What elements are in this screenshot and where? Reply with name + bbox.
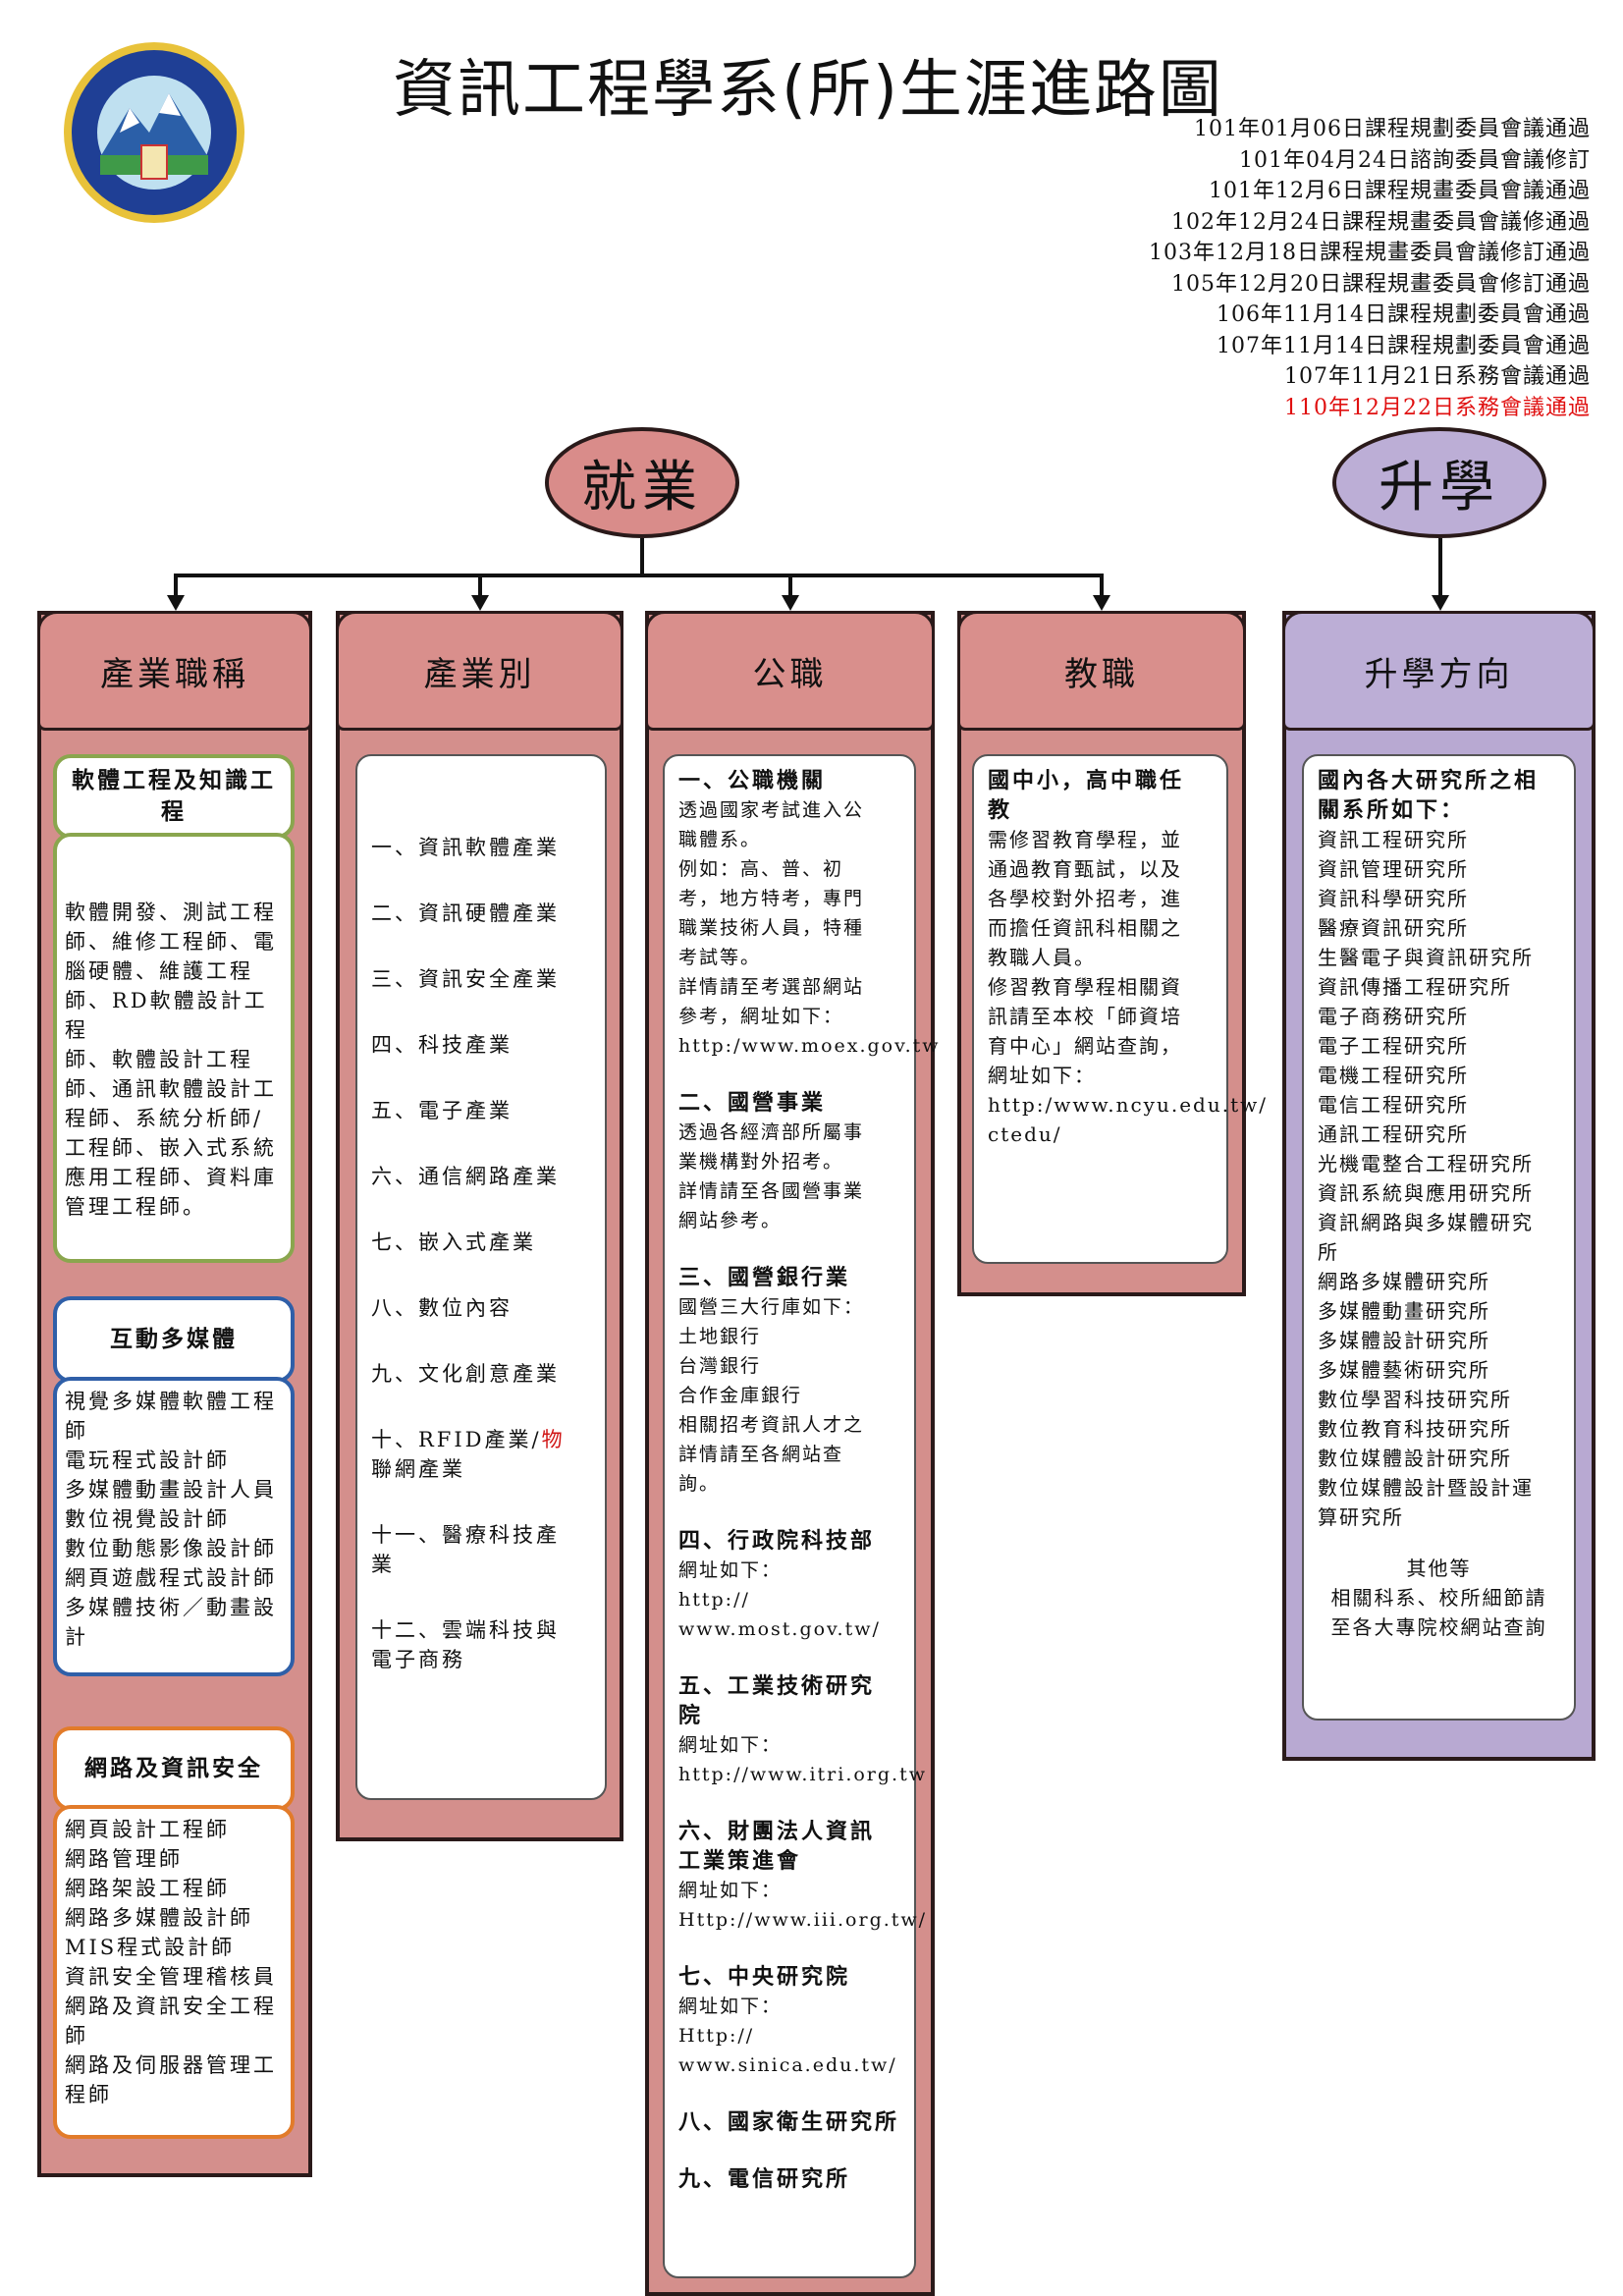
public-section-title: 四、行政院科技部 bbox=[678, 1528, 876, 1554]
industry-item: 四、科技產業 bbox=[371, 1033, 513, 1057]
public-section-title: 九、電信研究所 bbox=[678, 2166, 851, 2192]
revision-entry: 107年11月14日課程規劃委員會通過 bbox=[1217, 333, 1591, 358]
connector-line bbox=[788, 574, 792, 597]
industry-item: 三、資訊安全產業 bbox=[371, 967, 560, 991]
arrow-down-icon bbox=[471, 595, 489, 611]
public-section-title: 五、工業技術研究 院 bbox=[678, 1673, 876, 1728]
employment-node: 就業 bbox=[545, 427, 739, 538]
public-section: 一、公職機關透過國家考試進入公 職體系。 例如：高、普、初 考，地方特考，專門 … bbox=[678, 766, 941, 1061]
teaching-title: 國中小，高中職任 教 bbox=[988, 768, 1185, 823]
arrow-down-icon bbox=[1093, 595, 1110, 611]
public-section-title: 三、國營銀行業 bbox=[678, 1265, 851, 1290]
column-header-public-service: 公職 bbox=[645, 611, 935, 731]
industry-item: 六、通信網路產業 bbox=[371, 1165, 560, 1188]
revision-entry: 103年12月18日課程規畫委員會議修訂通過 bbox=[1149, 241, 1591, 265]
public-section: 九、電信研究所 bbox=[678, 2164, 900, 2194]
connector-line bbox=[174, 574, 178, 597]
connector-line bbox=[174, 574, 1104, 577]
revision-entry: 102年12月24日課程規畫委員會議修通過 bbox=[1171, 209, 1591, 235]
industry-item: 七、嵌入式產業 bbox=[371, 1230, 536, 1254]
industry-item: 十一、醫療科技產 業 bbox=[371, 1523, 560, 1576]
institute-list: 資訊工程研究所 資訊管理研究所 資訊科學研究所 醫療資訊研究所 生醫電子與資訊研… bbox=[1318, 828, 1534, 1529]
industry-item: 一、資訊軟體產業 bbox=[371, 836, 560, 859]
category-software-engineering-body: 軟體開發、測試工程 師、維修工程師、電 腦硬體、維護工程 師、RD軟體設計工程 … bbox=[53, 833, 295, 1263]
industry-item-text: 聯網產業 bbox=[371, 1457, 465, 1481]
public-section-body: 網址如下： http://www.itri.org.tw bbox=[678, 1734, 927, 1785]
public-section: 五、工業技術研究 院網址如下： http://www.itri.org.tw bbox=[678, 1671, 927, 1789]
public-section: 七、中央研究院網址如下： Http:// www.sinica.edu.tw/ bbox=[678, 1962, 900, 2080]
further-study-node: 升學 bbox=[1332, 427, 1546, 538]
revision-entry: 101年12月6日課程規畫委員會議通過 bbox=[1209, 179, 1591, 203]
university-logo bbox=[61, 39, 247, 226]
public-section-title: 六、財團法人資訊 工業策進會 bbox=[678, 1819, 876, 1874]
public-service-panel: 一、公職機關透過國家考試進入公 職體系。 例如：高、普、初 考，地方特考，專門 … bbox=[663, 754, 941, 2278]
industry-item-text: 十、RFID產業/ bbox=[371, 1428, 542, 1451]
public-section-body: 網址如下： Http:// www.sinica.edu.tw/ bbox=[678, 1995, 897, 2076]
industries-panel: 一、資訊軟體產業 二、資訊硬體產業 三、資訊安全產業 四、科技產業 五、電子產業… bbox=[355, 754, 607, 1800]
industry-item: 九、文化創意產業 bbox=[371, 1362, 560, 1386]
public-section-body: 透過國家考試進入公 職體系。 例如：高、普、初 考，地方特考，專門 職業技術人員… bbox=[678, 799, 941, 1057]
public-section: 三、國營銀行業國營三大行庫如下： 土地銀行 台灣銀行 合作金庫銀行 相關招考資訊… bbox=[678, 1263, 900, 1499]
public-section-body: 網址如下： Http://www.iii.org.tw/ bbox=[678, 1880, 928, 1931]
further-study-panel: 國內各大研究所之相 關系所如下： 資訊工程研究所 資訊管理研究所 資訊科學研究所… bbox=[1302, 754, 1576, 1721]
public-section-title: 二、國營事業 bbox=[678, 1090, 827, 1116]
column-header-teaching: 教職 bbox=[957, 611, 1246, 731]
connector-line bbox=[478, 574, 482, 597]
revision-history: 101年01月06日課程規劃委員會議通過 101年04月24日諮詢委員會議修訂 … bbox=[1149, 114, 1591, 423]
category-network-security-title: 網路及資訊安全 bbox=[53, 1726, 295, 1811]
public-section: 二、國營事業透過各經濟部所屬事 業機構對外招考。 詳情請至各國營事業 網站參考。 bbox=[678, 1088, 900, 1235]
connector-line bbox=[640, 538, 644, 575]
public-section-body: 國營三大行庫如下： 土地銀行 台灣銀行 合作金庫銀行 相關招考資訊人才之 詳情請… bbox=[678, 1296, 865, 1495]
connector-line bbox=[1438, 538, 1442, 597]
revision-entry: 106年11月14日課程規劃委員會通過 bbox=[1217, 302, 1591, 327]
arrow-down-icon bbox=[167, 595, 185, 611]
industry-item: 十二、雲端科技與 電子商務 bbox=[371, 1618, 560, 1671]
industry-item: 五、電子產業 bbox=[371, 1099, 513, 1122]
category-software-engineering-title: 軟體工程及知識工 程 bbox=[53, 754, 295, 839]
revision-entry: 107年11月21日系務會議通過 bbox=[1284, 364, 1591, 389]
public-section: 八、國家衛生研究所 bbox=[678, 2107, 900, 2137]
column-header-job-titles: 產業職稱 bbox=[37, 611, 312, 731]
revision-entry-latest: 110年12月22日系務會議通過 bbox=[1284, 395, 1591, 420]
public-section-title: 七、中央研究院 bbox=[678, 1964, 851, 1990]
further-study-others: 其他等 bbox=[1406, 1557, 1472, 1580]
category-multimedia-body: 視覺多媒體軟體工程 師 電玩程式設計師 多媒體動畫設計人員 數位視覺設計師 數位… bbox=[53, 1377, 295, 1676]
arrow-down-icon bbox=[1432, 595, 1449, 611]
revision-entry: 101年04月24日諮詢委員會議修訂 bbox=[1239, 147, 1591, 173]
arrow-down-icon bbox=[782, 595, 799, 611]
public-section-body: 網址如下： http:// www.most.gov.tw/ bbox=[678, 1559, 881, 1640]
connector-line bbox=[1100, 574, 1104, 597]
further-study-title: 國內各大研究所之相 關系所如下： bbox=[1318, 768, 1540, 823]
industry-item: 二、資訊硬體產業 bbox=[371, 902, 560, 925]
public-section: 四、行政院科技部網址如下： http:// www.most.gov.tw/ bbox=[678, 1526, 900, 1644]
industry-item: 八、數位內容 bbox=[371, 1296, 513, 1320]
further-study-note: 相關科系、校所細節請 至各大專院校網站查詢 bbox=[1330, 1586, 1547, 1639]
industry-item-highlight: 物 bbox=[541, 1428, 566, 1451]
teaching-body: 需修習教育學程，並 通過教育甄試，以及 各學校對外招考，進 而擔任資訊科相關之 … bbox=[988, 828, 1268, 1146]
category-network-security-body: 網頁設計工程師 網路管理師 網路架設工程師 網路多媒體設計師 MIS程式設計師 … bbox=[53, 1805, 295, 2139]
industry-item-rfid: 十、RFID產業/物聯網產業 bbox=[371, 1425, 591, 1484]
public-section: 六、財團法人資訊 工業策進會網址如下： Http://www.iii.org.t… bbox=[678, 1817, 928, 1935]
category-multimedia-title: 互動多媒體 bbox=[53, 1296, 295, 1383]
revision-entry: 101年01月06日課程規劃委員會議通過 bbox=[1194, 117, 1591, 141]
public-section-title: 一、公職機關 bbox=[678, 768, 827, 793]
public-section-title: 八、國家衛生研究所 bbox=[678, 2109, 900, 2135]
teaching-panel: 國中小，高中職任 教 需修習教育學程，並 通過教育甄試，以及 各學校對外招考，進… bbox=[972, 754, 1268, 1264]
page-title: 資訊工程學系(所)生涯進路圖 bbox=[393, 54, 1223, 127]
column-header-further-study: 升學方向 bbox=[1282, 611, 1596, 731]
column-header-industries: 產業別 bbox=[336, 611, 623, 731]
public-section-body: 透過各經濟部所屬事 業機構對外招考。 詳情請至各國營事業 網站參考。 bbox=[678, 1121, 865, 1231]
revision-entry: 105年12月20日課程規畫委員會修訂通過 bbox=[1171, 271, 1591, 297]
